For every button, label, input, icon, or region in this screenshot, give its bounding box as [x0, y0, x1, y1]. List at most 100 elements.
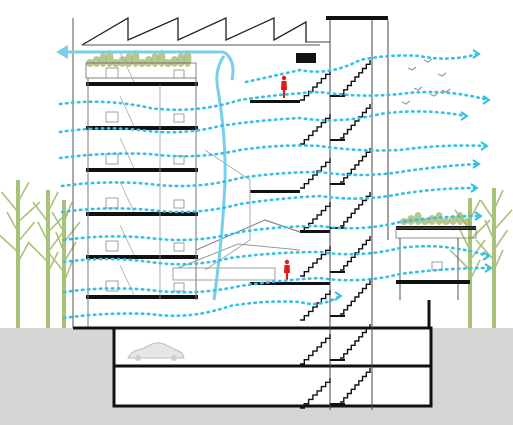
shrub	[144, 56, 153, 67]
tree-branch	[63, 221, 81, 243]
stair-flight	[340, 192, 371, 227]
roof-garden-railing	[85, 62, 197, 79]
stair-flight	[300, 334, 331, 365]
stair-flight	[300, 158, 331, 189]
airflow-line	[62, 266, 492, 294]
tree-branch	[63, 261, 73, 283]
stack-airflow	[56, 45, 235, 301]
tree-icon	[47, 200, 81, 328]
stair-flight	[340, 148, 371, 183]
bird-icon	[407, 66, 417, 71]
shrub	[463, 218, 471, 225]
floor-slab	[86, 82, 198, 86]
desk	[105, 111, 119, 123]
shrub	[442, 218, 450, 225]
desk	[173, 199, 185, 209]
tree-branch	[47, 251, 59, 273]
stair-core	[296, 16, 389, 410]
stair-flight	[340, 324, 371, 359]
annex-furniture	[431, 261, 443, 271]
airflow-line	[58, 110, 468, 134]
desk	[105, 67, 119, 79]
tree-branch	[47, 251, 65, 273]
shrub	[118, 56, 127, 67]
tree-branch	[17, 241, 30, 263]
desk	[105, 240, 119, 252]
landing-slab	[250, 100, 300, 103]
tree-icon	[475, 188, 513, 328]
person-icon	[281, 75, 287, 98]
stair-line	[119, 181, 135, 213]
arrowhead-icon	[472, 49, 481, 59]
landing-slab	[250, 190, 300, 193]
shrub	[99, 53, 107, 67]
arrowhead-icon	[484, 263, 493, 273]
person-icon	[284, 259, 290, 280]
tree-branch	[0, 234, 19, 253]
shrub	[151, 53, 159, 67]
shrub	[428, 215, 436, 225]
tree-branch	[47, 231, 64, 253]
rooftop-block	[296, 53, 316, 63]
tree-branch	[493, 189, 504, 211]
bird-icon	[429, 92, 439, 97]
stair-line	[119, 51, 135, 83]
tree-branch	[469, 259, 481, 281]
annex-railing	[395, 227, 477, 239]
airflow-line	[244, 52, 480, 84]
stack-airflow-path	[212, 55, 227, 301]
floor-slab	[86, 168, 198, 172]
stair-flight	[340, 280, 371, 315]
airflow-line	[62, 294, 342, 320]
bird-icon	[423, 58, 433, 63]
cross-ventilation-airflow	[58, 49, 493, 320]
ground-floor-railing	[172, 267, 276, 281]
stair-flight	[300, 246, 331, 277]
annex-floor	[396, 280, 470, 284]
bird-icon	[437, 72, 447, 77]
desk	[173, 242, 185, 252]
tree-branch	[493, 249, 504, 271]
atrium-glass	[204, 149, 251, 271]
ground	[0, 326, 513, 425]
tree-branch	[17, 201, 41, 223]
tree-branch	[32, 201, 49, 223]
tree-branch	[0, 191, 19, 213]
tree-branch	[6, 211, 19, 233]
desk	[173, 282, 185, 292]
desk	[105, 153, 119, 165]
tree-branch	[47, 191, 59, 213]
shrub	[92, 56, 101, 67]
stack-airflow-loop	[223, 50, 235, 81]
sawtooth-roof	[81, 16, 307, 46]
tree-branch	[55, 231, 65, 253]
stair-line	[119, 95, 135, 127]
desk	[173, 113, 185, 123]
bird-icon	[401, 100, 411, 105]
desk	[105, 280, 119, 292]
tree-branch	[27, 241, 49, 263]
atrium-roof-glass	[177, 243, 301, 269]
arrowhead-icon	[474, 211, 483, 221]
car-icon	[127, 342, 185, 361]
stair-flight	[300, 290, 331, 321]
tree-branch	[484, 219, 495, 241]
arrowhead-icon	[334, 291, 343, 301]
shrub	[125, 53, 133, 67]
tree-branch	[17, 221, 36, 243]
stair-flight	[300, 202, 331, 233]
tree-branch	[449, 249, 471, 271]
tree-branch	[63, 241, 77, 263]
airflow-line	[60, 186, 478, 214]
floor-slab	[86, 255, 198, 259]
stair-line	[119, 224, 135, 256]
arrowhead-icon	[472, 159, 481, 169]
arrowhead-icon	[480, 141, 489, 151]
tree-branch	[469, 239, 486, 261]
shrub	[170, 56, 179, 67]
shrub	[456, 212, 464, 225]
tree-branch	[37, 221, 49, 243]
arrowhead-icon	[56, 45, 68, 59]
tree-branch	[459, 229, 471, 251]
landing-slab	[300, 230, 330, 233]
